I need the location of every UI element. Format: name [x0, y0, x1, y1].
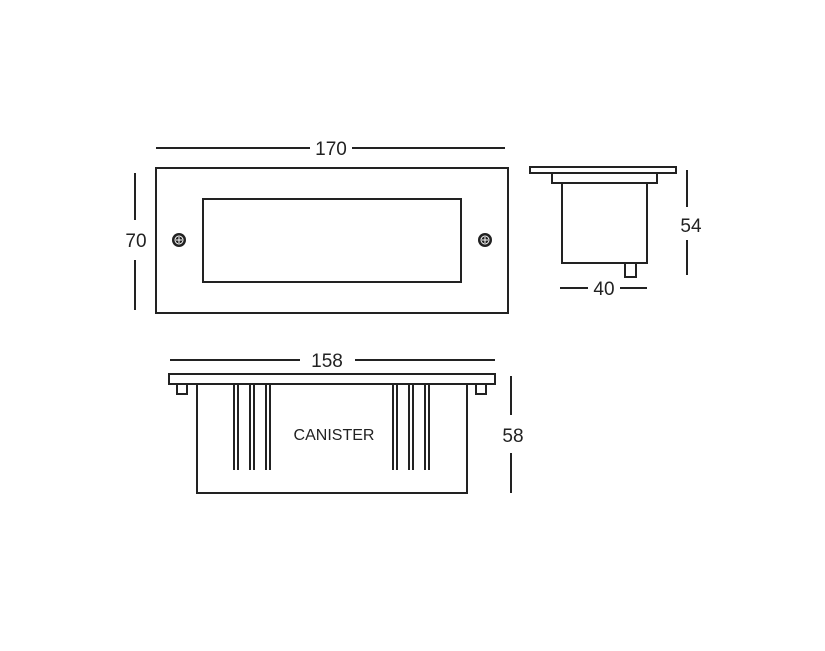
- bottom-view: CANISTER 158 58: [168, 351, 524, 494]
- screw-icon: [172, 233, 186, 247]
- height-dimension: 54: [680, 216, 702, 237]
- front-view: 170 70: [125, 139, 509, 314]
- canister-label: CANISTER: [294, 427, 375, 444]
- faceplate-edge: [168, 373, 496, 385]
- width-dimension: 170: [315, 139, 347, 160]
- width-dimension: 40: [593, 279, 614, 300]
- cable-connector: [624, 262, 637, 278]
- width-dimension: 158: [311, 351, 343, 372]
- mounting-tab: [475, 383, 487, 395]
- flange: [551, 172, 658, 184]
- height-dimension: 58: [502, 426, 523, 447]
- cooling-ribs: [233, 385, 430, 470]
- canister-body: [196, 383, 468, 494]
- lens-window: [202, 198, 462, 283]
- height-dimension: 70: [125, 231, 146, 252]
- canister-body: [561, 182, 648, 264]
- side-view: 54 40: [529, 166, 702, 300]
- screw-icon: [478, 233, 492, 247]
- faceplate-outline: [155, 167, 509, 314]
- mounting-tab: [176, 383, 188, 395]
